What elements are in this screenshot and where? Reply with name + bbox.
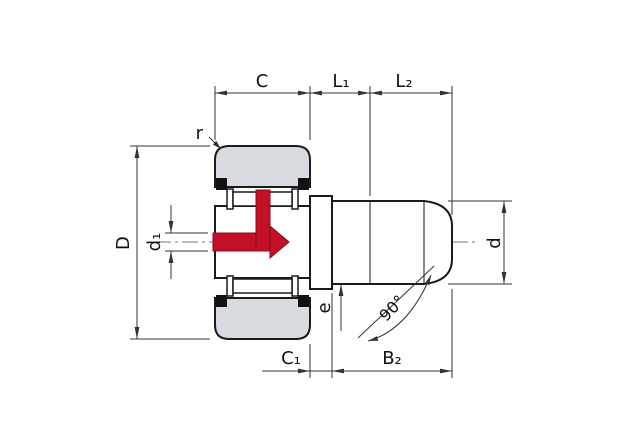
- label-L2: L₂: [395, 71, 412, 92]
- bottom-dimension-group: C₁ B₂: [262, 289, 453, 378]
- label-r: r: [196, 123, 204, 144]
- D-dimension-group: D: [113, 145, 210, 340]
- grease-passage-group: [212, 189, 290, 260]
- arrowhead: [298, 90, 310, 96]
- d1-dimension-group: d₁: [144, 205, 208, 279]
- grease-radial-hole: [255, 189, 271, 252]
- top-dimension-group: C L₁ L₂: [214, 71, 453, 215]
- outer-ring-group: [214, 145, 311, 340]
- outer-ring-top-section: [214, 145, 311, 188]
- arrowhead: [168, 221, 174, 233]
- arrowhead: [168, 251, 174, 263]
- arrowhead: [310, 90, 322, 96]
- needle-roller-group: [226, 188, 299, 297]
- cage-end-washer: [291, 188, 299, 210]
- arrowhead: [368, 336, 379, 341]
- cage-end-washer: [226, 188, 234, 210]
- cage-end-washer: [226, 275, 234, 297]
- radius-leader-group: r: [196, 123, 221, 149]
- arrowhead: [501, 272, 507, 284]
- label-d: d: [484, 237, 505, 248]
- arrowhead: [440, 368, 452, 374]
- seal-top-right: [298, 178, 309, 190]
- grease-flow-arrow: [269, 224, 290, 260]
- cage-end-washer: [291, 275, 299, 297]
- arrowhead: [424, 275, 431, 286]
- label-90deg: 90°: [375, 291, 408, 325]
- seal-top-left: [216, 178, 227, 190]
- arrowhead: [338, 284, 344, 296]
- arrowhead: [440, 90, 452, 96]
- label-d1: d₁: [144, 233, 165, 252]
- label-B2: B₂: [382, 348, 402, 369]
- stud-shaft: [331, 200, 453, 285]
- arrowhead: [501, 201, 507, 213]
- label-L1: L₁: [332, 71, 349, 92]
- arrowhead: [358, 90, 370, 96]
- angle-leg-line: [357, 265, 435, 339]
- label-e: e: [314, 302, 335, 313]
- arrowhead: [134, 146, 140, 158]
- label-C: C: [256, 71, 269, 92]
- needle-roller-bottom: [232, 278, 293, 294]
- e-dimension-group: e: [314, 284, 344, 331]
- d-dimension-group: d: [448, 200, 512, 285]
- arrowhead: [332, 368, 344, 374]
- arrowhead: [298, 368, 310, 374]
- seal-bottom-right: [298, 295, 309, 307]
- arrowhead: [212, 140, 221, 149]
- arrowhead: [370, 90, 382, 96]
- arrowhead: [215, 90, 227, 96]
- seal-bottom-left: [216, 295, 227, 307]
- stud-collar: [309, 195, 333, 290]
- label-D: D: [113, 236, 134, 250]
- seal-group: [216, 178, 309, 307]
- arrowhead: [134, 327, 140, 339]
- label-C1: C₁: [281, 348, 301, 369]
- outer-ring-bottom-section: [214, 297, 311, 340]
